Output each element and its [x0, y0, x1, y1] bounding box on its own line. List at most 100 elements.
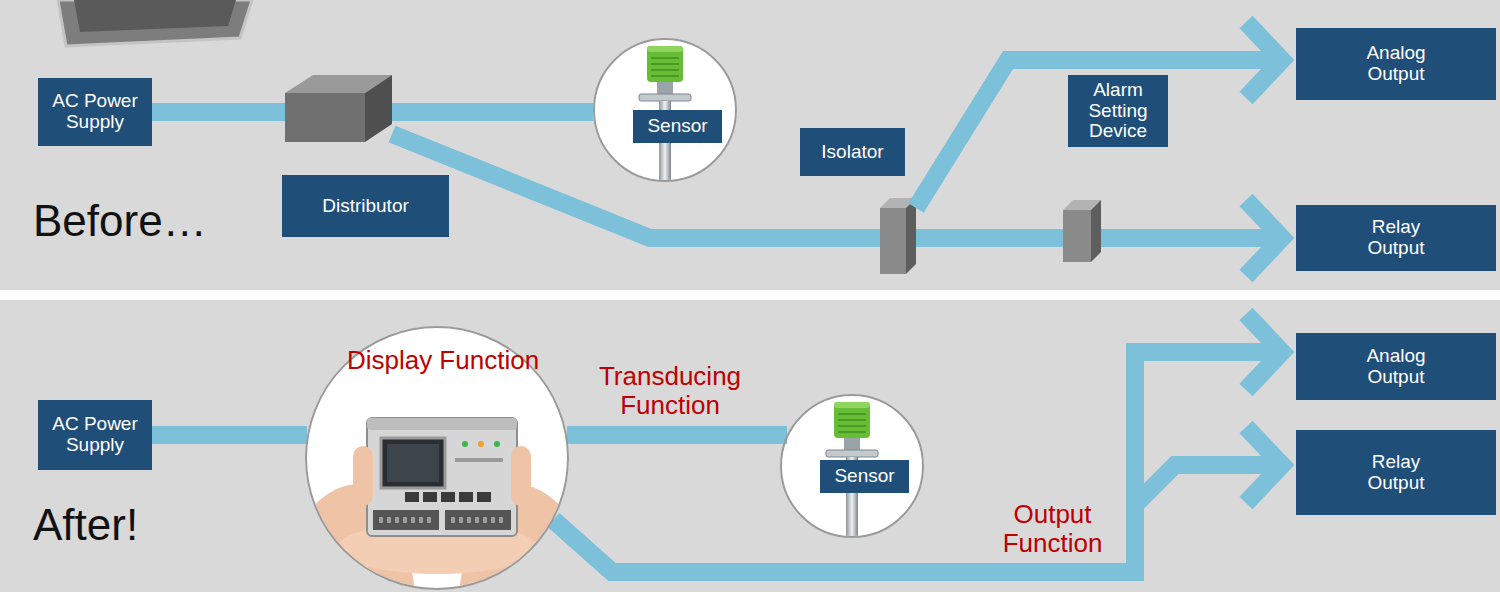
art-shape: [1063, 210, 1091, 262]
flow-line: [1101, 229, 1282, 247]
box-label: Isolator: [806, 142, 899, 163]
isolator-device: [880, 198, 916, 274]
art-shape: [477, 492, 491, 502]
art-shape: [387, 444, 439, 482]
box-label: Relay Output: [1346, 452, 1446, 494]
art-shape: [647, 46, 683, 82]
output-box: Analog Output: [1296, 333, 1496, 400]
art-shape: [367, 418, 517, 430]
distributor-device: [285, 75, 392, 142]
flow-line: [554, 352, 1283, 572]
flow-line: [916, 229, 1063, 247]
box-label: Analog Output: [1346, 43, 1446, 85]
art-shape: [459, 492, 473, 502]
art-shape: [405, 492, 419, 502]
flow-connector: [916, 22, 1282, 208]
box-label: Sensor: [826, 466, 903, 487]
arrow-head: [1246, 427, 1282, 503]
art-shape: [834, 402, 870, 408]
art-shape: [367, 418, 517, 536]
art-shape: [379, 517, 505, 523]
output-box: Relay Output: [1296, 205, 1496, 271]
box-label: Distributor: [291, 196, 441, 217]
flow-connector: [152, 435, 307, 436]
flow-line: [392, 103, 593, 121]
arrow-head: [1246, 200, 1282, 276]
art-shape: [58, 0, 252, 46]
output-box: Relay Output: [1296, 430, 1496, 515]
box-label: Analog Output: [1346, 346, 1446, 388]
art-shape: [880, 208, 906, 274]
art-shape: [511, 446, 531, 506]
panel-label-holder: After!: [33, 500, 138, 551]
panel-label-holder: Before…: [33, 196, 207, 247]
label-box: Alarm Setting Device: [1068, 75, 1168, 147]
function-label: Display Function: [305, 346, 581, 375]
art-shape: [305, 418, 569, 590]
flow-connector: [554, 427, 1283, 572]
flow-line: [567, 426, 787, 444]
art-shape: [494, 441, 500, 447]
hands-device-art: [305, 418, 569, 590]
panel-label: Before…: [33, 196, 207, 247]
function-holder: Display Function: [305, 346, 581, 375]
art-shape: [441, 492, 455, 502]
edge-label: Output Function: [985, 500, 1120, 558]
device-node: Isolator: [880, 198, 916, 274]
art-shape: [826, 450, 878, 457]
flow-connector: [916, 238, 1063, 239]
flow-connector: [1101, 200, 1282, 276]
art-shape: [74, 0, 236, 32]
flow-connector: [567, 435, 787, 436]
alarm-device: [1063, 200, 1101, 262]
art-shape: [647, 46, 683, 52]
edge-label-holder: Output Function: [985, 500, 1120, 558]
flow-line: [152, 426, 307, 444]
art-shape: [462, 441, 468, 447]
sensor-circle: Sensor: [593, 38, 737, 182]
box-label: Alarm Setting Device: [1074, 80, 1162, 143]
art-shape: [423, 492, 437, 502]
art-shape: [455, 458, 503, 462]
box-label: AC Power Supply: [45, 91, 145, 133]
label-box: Sensor: [820, 460, 909, 493]
output-box: Analog Output: [1296, 28, 1496, 100]
art-shape: [478, 441, 484, 447]
box-label: Sensor: [639, 116, 716, 137]
art-shape: [639, 94, 691, 101]
flow-line: [152, 103, 285, 121]
flow-line: [554, 465, 1283, 572]
power-box: AC Power Supply: [38, 78, 152, 146]
box-label: Relay Output: [1346, 217, 1446, 259]
flow-connector: [152, 112, 285, 113]
monitor-fragment: [58, 0, 252, 46]
power-box: AC Power Supply: [38, 400, 152, 470]
arrow-head: [1246, 22, 1282, 98]
circle-border: [594, 39, 736, 181]
art-shape: [1091, 200, 1101, 262]
art-shape: [838, 414, 866, 432]
art-shape: [657, 82, 673, 94]
panel-label: After!: [33, 500, 138, 551]
edge-label: Transducing Function: [560, 362, 780, 420]
circle-border: [781, 395, 923, 537]
art-shape: [651, 58, 679, 76]
device-node: Distributor: [285, 75, 392, 142]
art-shape: [844, 438, 860, 450]
art-shape: [834, 402, 870, 438]
flow-line: [916, 60, 1282, 208]
label-box: Distributor: [282, 175, 449, 237]
box-label: AC Power Supply: [45, 414, 145, 456]
label-box: Isolator: [800, 128, 905, 176]
edge-label-holder: Transducing Function: [560, 362, 780, 420]
label-box: Sensor: [633, 110, 722, 143]
art-shape: [906, 198, 916, 274]
controller-circle: Display Function: [305, 326, 569, 590]
art-shape: [381, 438, 445, 488]
art-shape: [353, 446, 373, 506]
art-shape: [365, 75, 392, 142]
art-shape: [285, 93, 365, 142]
